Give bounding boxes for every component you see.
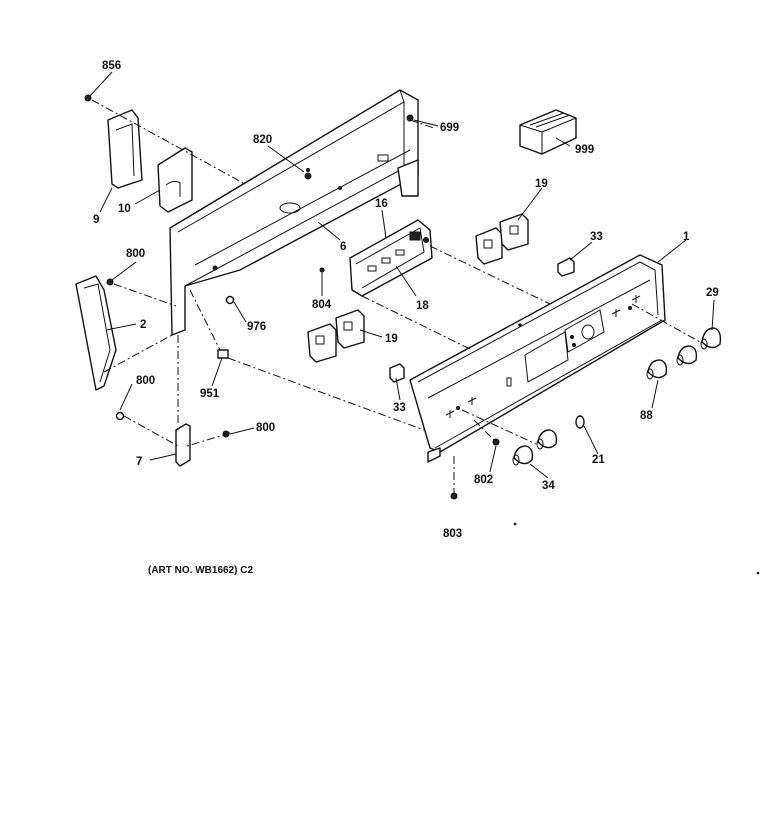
knob-34-b xyxy=(512,445,534,466)
alignment-lines xyxy=(91,99,701,494)
callout-802: 802 xyxy=(474,474,493,486)
callout-2: 2 xyxy=(140,319,146,331)
callout-29: 29 xyxy=(706,287,719,299)
knob-right-1 xyxy=(676,345,698,366)
callout-9: 9 xyxy=(93,214,99,226)
callout-804: 804 xyxy=(312,299,332,311)
clip-33-lower xyxy=(389,363,405,383)
panel-knob-mark-right-2 xyxy=(631,295,641,303)
callout-699: 699 xyxy=(440,122,459,134)
infinite-switch-19-lower xyxy=(307,309,365,363)
panel-knob-mark-left-2 xyxy=(467,397,477,405)
screw-802 xyxy=(492,438,500,446)
callout-33-lower: 33 xyxy=(393,402,406,414)
callout-976: 976 xyxy=(247,321,266,333)
callout-labels: 856 9 10 820 699 999 19 16 6 800 2 976 8… xyxy=(93,60,719,540)
side-bracket-9 xyxy=(107,109,143,189)
callout-88: 88 xyxy=(640,410,653,422)
clip-33-upper xyxy=(557,257,575,277)
callout-18: 18 xyxy=(416,300,429,312)
control-panel-1 xyxy=(409,254,666,463)
panel-knob-mark-right-1 xyxy=(611,309,621,317)
callout-800-lower: 800 xyxy=(256,422,275,434)
callout-10: 10 xyxy=(118,203,131,215)
screw-856 xyxy=(84,94,92,102)
screw-976 xyxy=(225,295,235,305)
screw-804 xyxy=(319,267,325,273)
infinite-switch-19-upper xyxy=(475,213,529,265)
knob-29 xyxy=(700,327,722,350)
screw-820 xyxy=(304,172,312,180)
art-number-caption: (ART NO. WB1662) C2 xyxy=(148,565,253,576)
callout-800-middle: 800 xyxy=(136,375,155,387)
leader-lines xyxy=(89,71,715,479)
callout-19-upper: 19 xyxy=(535,178,548,190)
callout-6: 6 xyxy=(340,241,346,253)
panel-knob-mark-left-1 xyxy=(445,410,455,418)
callout-803: 803 xyxy=(443,528,462,540)
callout-999: 999 xyxy=(575,144,594,156)
callout-34: 34 xyxy=(542,480,555,492)
callout-33-upper: 33 xyxy=(590,231,603,243)
callout-800-upper: 800 xyxy=(126,248,145,260)
package-999 xyxy=(519,109,577,155)
knob-88 xyxy=(646,359,668,380)
end-cap-2 xyxy=(75,275,117,391)
callout-1: 1 xyxy=(683,231,690,243)
bracket-7 xyxy=(175,423,191,467)
callout-16: 16 xyxy=(375,198,388,210)
backguard-frame xyxy=(169,89,419,336)
callout-856: 856 xyxy=(102,60,121,72)
screw-699 xyxy=(406,114,414,122)
callout-21: 21 xyxy=(592,454,605,466)
callout-19-lower: 19 xyxy=(385,333,398,345)
screw-800-b xyxy=(115,411,125,421)
callout-820: 820 xyxy=(253,134,272,146)
control-board-16 xyxy=(349,219,433,297)
callout-7: 7 xyxy=(136,456,142,468)
clip-951 xyxy=(217,349,229,359)
callout-951: 951 xyxy=(200,388,220,400)
knob-insert-21 xyxy=(575,415,585,429)
screw-800-a xyxy=(106,278,114,286)
bracket-10 xyxy=(157,147,193,213)
knob-34-a xyxy=(536,429,558,450)
